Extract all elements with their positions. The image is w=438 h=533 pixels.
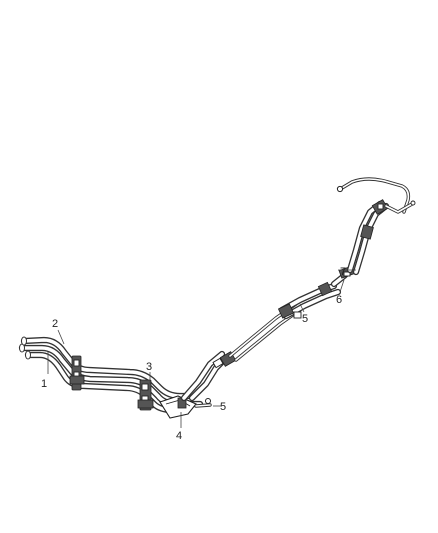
callout-7: 7 (340, 266, 346, 278)
bracket-part-4 (159, 395, 197, 419)
clip-front-mid (137, 379, 154, 411)
clip-front-left (69, 355, 85, 391)
callout-5-mid: 5 (302, 313, 308, 325)
rising-tube-section (180, 350, 237, 402)
callout-4: 4 (176, 430, 182, 442)
callout-1: 1 (41, 378, 47, 390)
callout-2: 2 (52, 318, 58, 330)
leader-lines (47, 269, 356, 428)
mid-tube-section (277, 281, 342, 320)
front-tube-bundle (18, 336, 204, 414)
callout-6: 6 (336, 294, 342, 306)
upper-tube-section (346, 199, 390, 276)
callout-3: 3 (146, 361, 152, 373)
fitting-part-5-front (194, 398, 212, 408)
top-thin-line (336, 177, 416, 214)
callout-5-front: 5 (220, 401, 226, 413)
